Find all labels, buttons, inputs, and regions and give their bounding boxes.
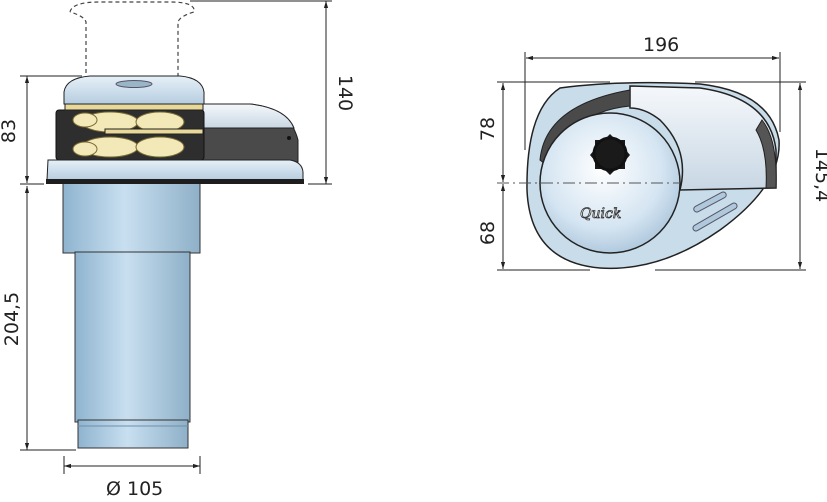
deck-flange — [46, 159, 304, 181]
side-view — [20, 0, 332, 474]
dim-length: 196 — [643, 34, 680, 56]
dimension-lines — [20, 0, 332, 474]
top-view: Quick — [497, 52, 806, 271]
cover-rim — [755, 119, 777, 189]
dimension-lines — [497, 52, 806, 271]
motor-cover — [629, 85, 777, 191]
dim-tube-diameter: Ø 105 — [106, 478, 164, 500]
quick-logo: Quick — [580, 206, 621, 222]
dim-above-deck: 83 — [0, 118, 21, 144]
cap — [63, 75, 205, 105]
tube-bottom-ring — [77, 419, 189, 449]
tube-lower — [74, 251, 191, 423]
dim-below-deck: 204,5 — [1, 291, 24, 347]
dim-width-total: 145,4 — [811, 147, 827, 203]
dim-total-height: 140 — [334, 74, 357, 112]
gold-band-mid — [104, 128, 204, 135]
dim-width-rear: 68 — [477, 220, 500, 246]
optional-drum-outline — [69, 1, 195, 80]
quick-logo — [115, 80, 153, 88]
gold-band-top — [64, 103, 204, 111]
tube-upper — [62, 182, 201, 254]
dim-width-front: 78 — [477, 116, 500, 142]
